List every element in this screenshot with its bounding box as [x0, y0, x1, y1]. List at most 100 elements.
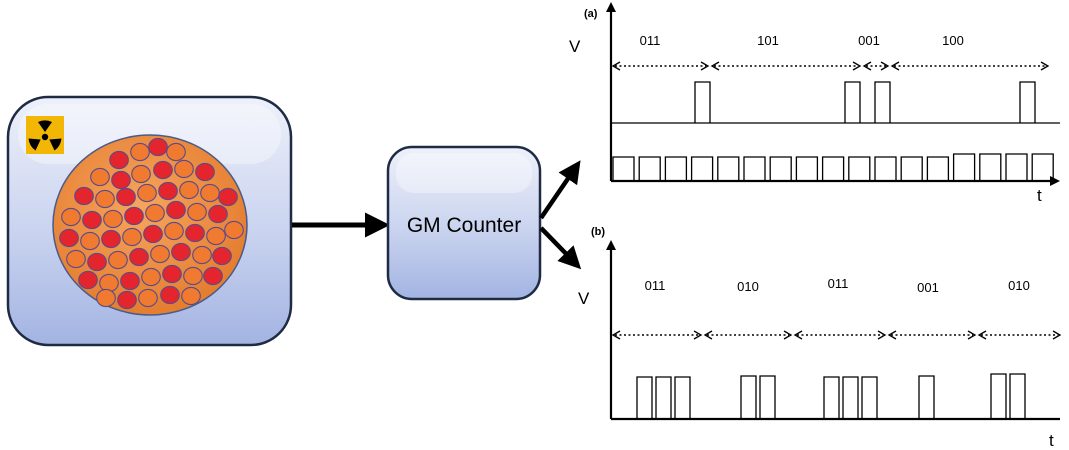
clock-pulse: [743, 156, 766, 181]
interval-arrow-right-icon: [783, 330, 793, 340]
clock-pulse: [1005, 153, 1028, 181]
particle: [124, 206, 144, 226]
clock-pulse: [848, 156, 871, 181]
particle: [166, 142, 186, 162]
signal-pulse: [655, 376, 672, 419]
particle: [129, 247, 149, 267]
bit-label: 011: [645, 278, 666, 293]
particle: [153, 160, 173, 180]
particle: [74, 186, 94, 206]
particle: [224, 220, 244, 240]
particle: [108, 250, 128, 270]
particle: [145, 203, 165, 223]
signal-pulse: [874, 81, 891, 123]
particle: [101, 229, 121, 249]
particle: [90, 167, 110, 187]
panel-b-y-label: V: [578, 289, 590, 308]
particle: [212, 246, 232, 266]
gm-counter-box: GM Counter: [386, 145, 542, 301]
panel-a-x-label: t: [1037, 186, 1042, 205]
clock-pulse: [769, 156, 792, 181]
interval-arrow-left-icon: [703, 330, 713, 340]
particle: [87, 252, 107, 272]
panel-a-tag: (a): [584, 8, 598, 20]
interval-arrow-left-icon: [887, 330, 897, 340]
signal-pulse: [844, 81, 861, 123]
particle: [120, 271, 140, 291]
interval-arrow-left-icon: [793, 330, 803, 340]
interval-arrow-right-icon: [880, 61, 890, 71]
interval-arrow-left-icon: [611, 61, 621, 71]
clock-pulse: [979, 153, 1002, 181]
gm-counter-label: GM Counter: [407, 214, 521, 237]
particle: [78, 270, 98, 290]
signal-pulse: [636, 376, 653, 419]
particle: [187, 202, 207, 222]
particle: [195, 162, 215, 182]
signal-pulse: [861, 376, 878, 419]
interval-arrow-left-icon: [611, 330, 621, 340]
radioactive-sample: [52, 134, 248, 316]
bit-label: 001: [917, 280, 939, 295]
particle: [138, 288, 158, 308]
particle: [116, 187, 136, 207]
particle: [117, 290, 137, 310]
particle: [61, 207, 81, 227]
particle: [206, 226, 226, 246]
bit-label: 101: [757, 33, 779, 48]
bit-label: 001: [858, 33, 880, 48]
particle: [80, 231, 100, 251]
interval-arrow-right-icon: [852, 61, 862, 71]
interval-arrow-right-icon: [1040, 61, 1050, 71]
arrow-icon: [539, 160, 581, 220]
particle: [183, 266, 203, 286]
clock-pulse: [926, 156, 950, 181]
interval-arrow-right-icon: [967, 330, 977, 340]
particle: [111, 170, 131, 190]
particle: [160, 285, 180, 305]
particle: [185, 223, 205, 243]
panel-a-x-arrow-icon: [1050, 176, 1060, 186]
clock-pulse: [900, 156, 923, 181]
particle: [122, 227, 142, 247]
clock-pulse: [795, 156, 819, 181]
particle: [96, 288, 116, 308]
particle: [150, 244, 170, 264]
particle: [162, 264, 182, 284]
particle: [166, 200, 186, 220]
particle: [109, 150, 129, 170]
interval-arrow-right-icon: [700, 61, 710, 71]
signal-pulse: [823, 376, 840, 419]
clock-pulse: [874, 156, 897, 181]
interval-arrow-right-icon: [1052, 330, 1062, 340]
interval-arrow-left-icon: [710, 61, 720, 71]
particle: [99, 273, 119, 293]
particle: [95, 189, 115, 209]
signal-pulse: [740, 375, 757, 419]
signal-pulse: [759, 375, 776, 419]
clock-pulse: [638, 156, 661, 181]
particle: [171, 242, 191, 262]
particle: [148, 137, 168, 157]
interval-arrow-left-icon: [890, 61, 900, 71]
clock-pulse: [690, 156, 714, 181]
signal-pulse: [694, 81, 711, 123]
clock-pulse: [1031, 153, 1054, 181]
particle: [131, 164, 151, 184]
bit-label: 010: [1008, 278, 1030, 293]
particle: [179, 180, 199, 200]
radiation-icon: [26, 116, 64, 154]
bit-label: 011: [640, 33, 661, 48]
clock-pulse: [664, 156, 688, 181]
particle: [143, 224, 163, 244]
panel-b-x-label: t: [1049, 431, 1054, 450]
clock-pulse: [952, 153, 976, 181]
panel-a-y-arrow-icon: [606, 2, 616, 12]
panel-b-y-arrow-icon: [606, 240, 616, 250]
particle: [192, 245, 212, 265]
particle: [181, 286, 201, 306]
bit-label: 011: [828, 276, 849, 291]
interval-arrow-left-icon: [862, 61, 872, 71]
